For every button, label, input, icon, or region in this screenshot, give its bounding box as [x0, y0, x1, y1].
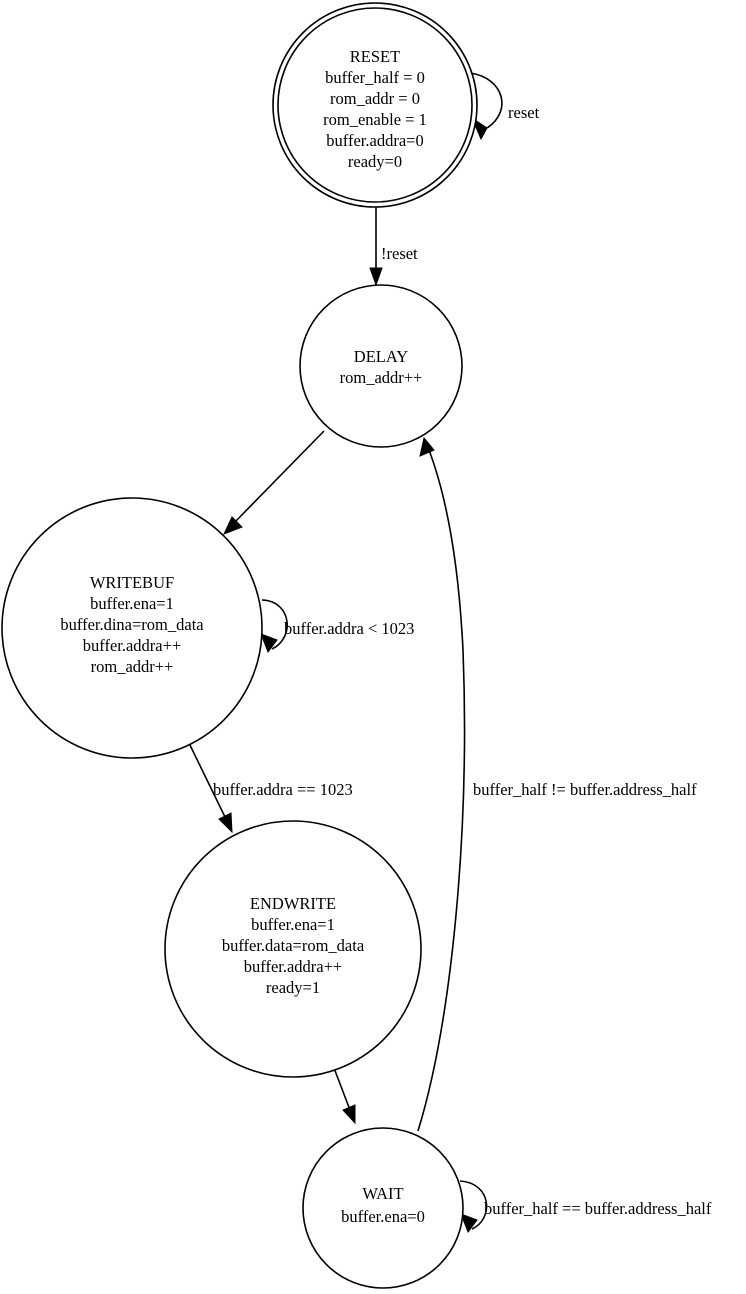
state-node-endwrite-line-3: buffer.addra++ — [244, 957, 342, 976]
edge-reset-self: reset — [469, 72, 540, 141]
edge-wait-self: buffer_half == buffer.address_half — [459, 1180, 712, 1234]
edge-label-writebuf-to-endwrite: buffer.addra == 1023 — [213, 780, 353, 799]
edge-label-wait-to-delay: buffer_half != buffer.address_half — [473, 780, 697, 799]
state-node-reset-line-2: rom_addr = 0 — [330, 89, 420, 108]
state-node-delay[interactable]: DELAY rom_addr++ — [299, 284, 463, 448]
edge-reset-to-delay-arrowhead — [369, 267, 383, 287]
state-node-writebuf-line-2: buffer.dina=rom_data — [60, 615, 204, 634]
edge-writebuf-to-endwrite: buffer.addra == 1023 — [187, 740, 353, 834]
state-node-endwrite-line-4: ready=1 — [266, 978, 320, 997]
state-node-wait-circle — [302, 1127, 464, 1289]
state-node-writebuf-line-1: buffer.ena=1 — [90, 594, 174, 613]
edge-writebuf-to-endwrite-arrowhead — [218, 812, 233, 834]
state-node-wait[interactable]: WAIT buffer.ena=0 — [302, 1127, 464, 1289]
edge-wait-to-delay-arrowhead — [419, 436, 435, 457]
state-node-writebuf-circle — [1, 497, 263, 759]
state-node-reset-line-3: rom_enable = 1 — [323, 110, 427, 129]
state-node-writebuf-line-4: rom_addr++ — [91, 657, 174, 676]
state-node-endwrite[interactable]: ENDWRITE buffer.ena=1 buffer.data=rom_da… — [164, 820, 422, 1078]
state-node-reset[interactable]: RESET buffer_half = 0 rom_addr = 0 rom_e… — [272, 2, 478, 208]
edge-label-writebuf-self: buffer.addra < 1023 — [284, 619, 414, 638]
state-node-writebuf[interactable]: WRITEBUF buffer.ena=1 buffer.dina=rom_da… — [1, 497, 263, 759]
edge-wait-to-delay: buffer_half != buffer.address_half — [417, 436, 697, 1132]
edge-reset-self-path — [469, 72, 503, 129]
state-node-endwrite-line-2: buffer.data=rom_data — [222, 936, 365, 955]
edge-delay-to-writebuf-path — [232, 430, 325, 525]
state-node-reset-line-5: ready=0 — [348, 152, 402, 171]
state-node-reset-inner-circle — [277, 7, 473, 203]
state-node-endwrite-line-1: buffer.ena=1 — [251, 915, 335, 934]
edge-writebuf-self: buffer.addra < 1023 — [260, 599, 414, 654]
edge-endwrite-to-wait — [333, 1067, 356, 1125]
edge-wait-self-arrowhead — [460, 1213, 478, 1234]
state-node-reset-line-1: buffer_half = 0 — [325, 68, 425, 87]
edge-endwrite-to-wait-arrowhead — [342, 1104, 356, 1125]
state-node-writebuf-line-3: buffer.addra++ — [83, 636, 181, 655]
edge-delay-to-writebuf — [223, 430, 325, 535]
edge-endwrite-to-wait-path — [333, 1067, 351, 1111]
edge-writebuf-self-arrowhead — [260, 633, 278, 654]
state-node-writebuf-line-0: WRITEBUF — [90, 573, 174, 592]
edge-label-wait-self: buffer_half == buffer.address_half — [484, 1199, 712, 1218]
edge-delay-to-writebuf-arrowhead — [223, 516, 243, 535]
edge-reset-to-delay: !reset — [369, 203, 418, 287]
edge-label-reset-to-delay: !reset — [381, 244, 418, 263]
edge-writebuf-to-endwrite-path — [187, 740, 227, 820]
edge-writebuf-self-path — [261, 599, 288, 650]
edge-wait-to-delay-path — [417, 449, 466, 1132]
state-node-delay-line-1: rom_addr++ — [340, 368, 423, 387]
state-node-delay-line-0: DELAY — [354, 347, 408, 366]
state-node-reset-line-4: buffer.addra=0 — [326, 131, 423, 150]
state-node-wait-line-1: buffer.ena=0 — [341, 1207, 425, 1226]
state-node-endwrite-circle — [164, 820, 422, 1078]
state-node-reset-line-0: RESET — [350, 47, 400, 66]
edge-label-reset-self: reset — [508, 103, 540, 122]
state-node-endwrite-line-0: ENDWRITE — [250, 894, 336, 913]
edge-wait-self-path — [459, 1180, 488, 1230]
state-node-wait-line-0: WAIT — [362, 1184, 403, 1203]
state-node-delay-circle — [299, 284, 463, 448]
